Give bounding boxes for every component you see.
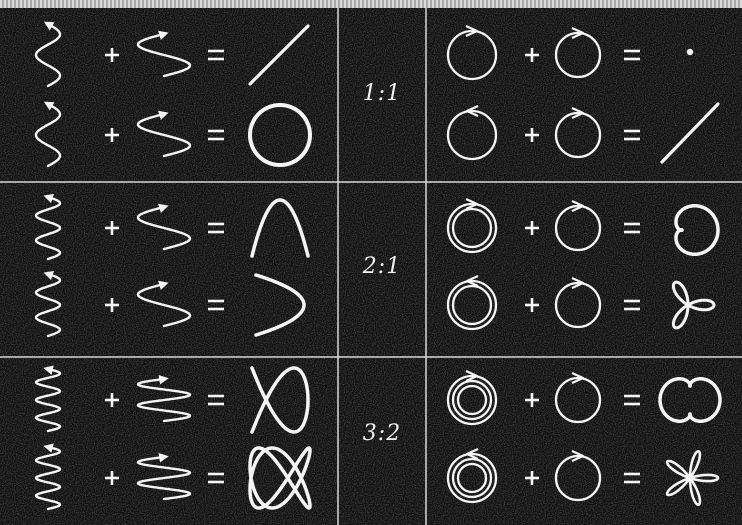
ratio-label-3: 3:2 <box>342 421 422 446</box>
ratio-label-1: 1:1 <box>342 81 422 106</box>
ratio-label-2: 2:1 <box>342 254 422 279</box>
ratio-1-right-row-1-result-dot <box>687 49 693 55</box>
